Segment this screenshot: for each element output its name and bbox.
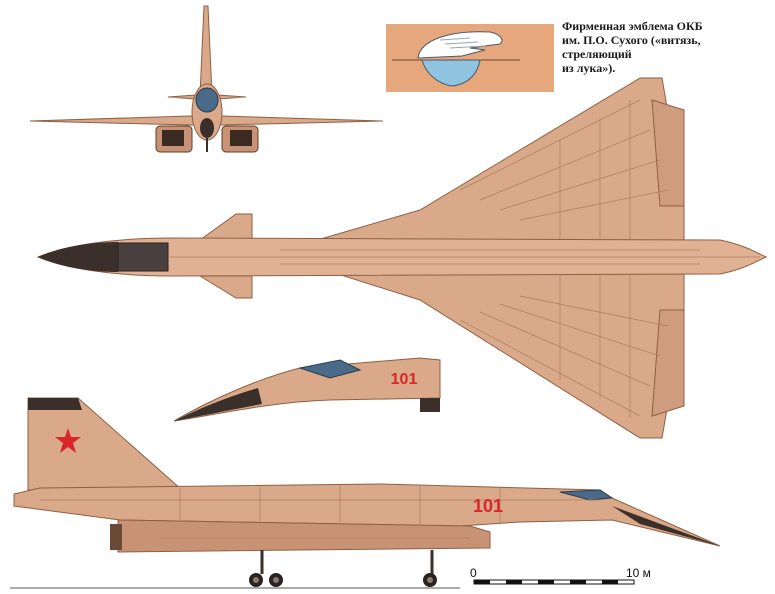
emblem-caption-line-1: Фирменная эмблема ОКБ: [562, 19, 703, 33]
side-tail-number: 101: [473, 496, 503, 516]
emblem-wing: [417, 31, 503, 59]
plan-elevon-lower: [651, 309, 685, 417]
scale-end-label: 10 м: [626, 566, 651, 580]
nose-detail-tail-number: 101: [391, 371, 418, 388]
emblem-wing-feathers: [439, 37, 486, 49]
side-fuselage: [13, 483, 721, 547]
nose-detail-view: 101: [173, 357, 441, 422]
plan-view: [36, 77, 768, 439]
side-fin-star: [55, 428, 81, 453]
okb-emblem: [386, 24, 554, 92]
plan-canopy: [117, 242, 169, 272]
side-fin: [27, 397, 184, 491]
scale-start-label: 0: [470, 566, 477, 580]
emblem-caption-line-2: им. П.О. Сухого («витязь, стреляющий: [562, 33, 701, 61]
emblem-caption: Фирменная эмблема ОКБ им. П.О. Сухого («…: [562, 19, 772, 75]
side-panel-lines: [40, 486, 600, 539]
plan-canard-upper: [198, 213, 253, 241]
front-fin: [199, 5, 213, 96]
front-view: [29, 5, 384, 153]
side-canopy: [559, 489, 614, 501]
scale-bar: [473, 579, 635, 585]
side-view: 101: [10, 397, 721, 589]
front-intake-right-opening: [230, 130, 252, 146]
side-fin-tip: [28, 398, 82, 410]
nose-detail-cone: [174, 388, 262, 421]
nose-detail-intake: [420, 398, 440, 412]
emblem-shield: [421, 59, 481, 87]
front-canopy: [195, 87, 219, 113]
emblem-caption-line-3: из лука»).: [562, 61, 616, 75]
front-intake-left-opening: [162, 130, 184, 146]
plan-nose-cone: [38, 242, 118, 272]
side-nose-gear: [423, 550, 437, 587]
nose-detail-canopy: [298, 359, 362, 379]
front-nose: [200, 118, 214, 138]
plan-canard-lower: [198, 275, 253, 299]
side-nose-cone: [612, 506, 720, 546]
plan-elevon-upper: [651, 99, 685, 207]
side-main-gear: [249, 550, 283, 587]
side-nozzle: [110, 524, 122, 550]
